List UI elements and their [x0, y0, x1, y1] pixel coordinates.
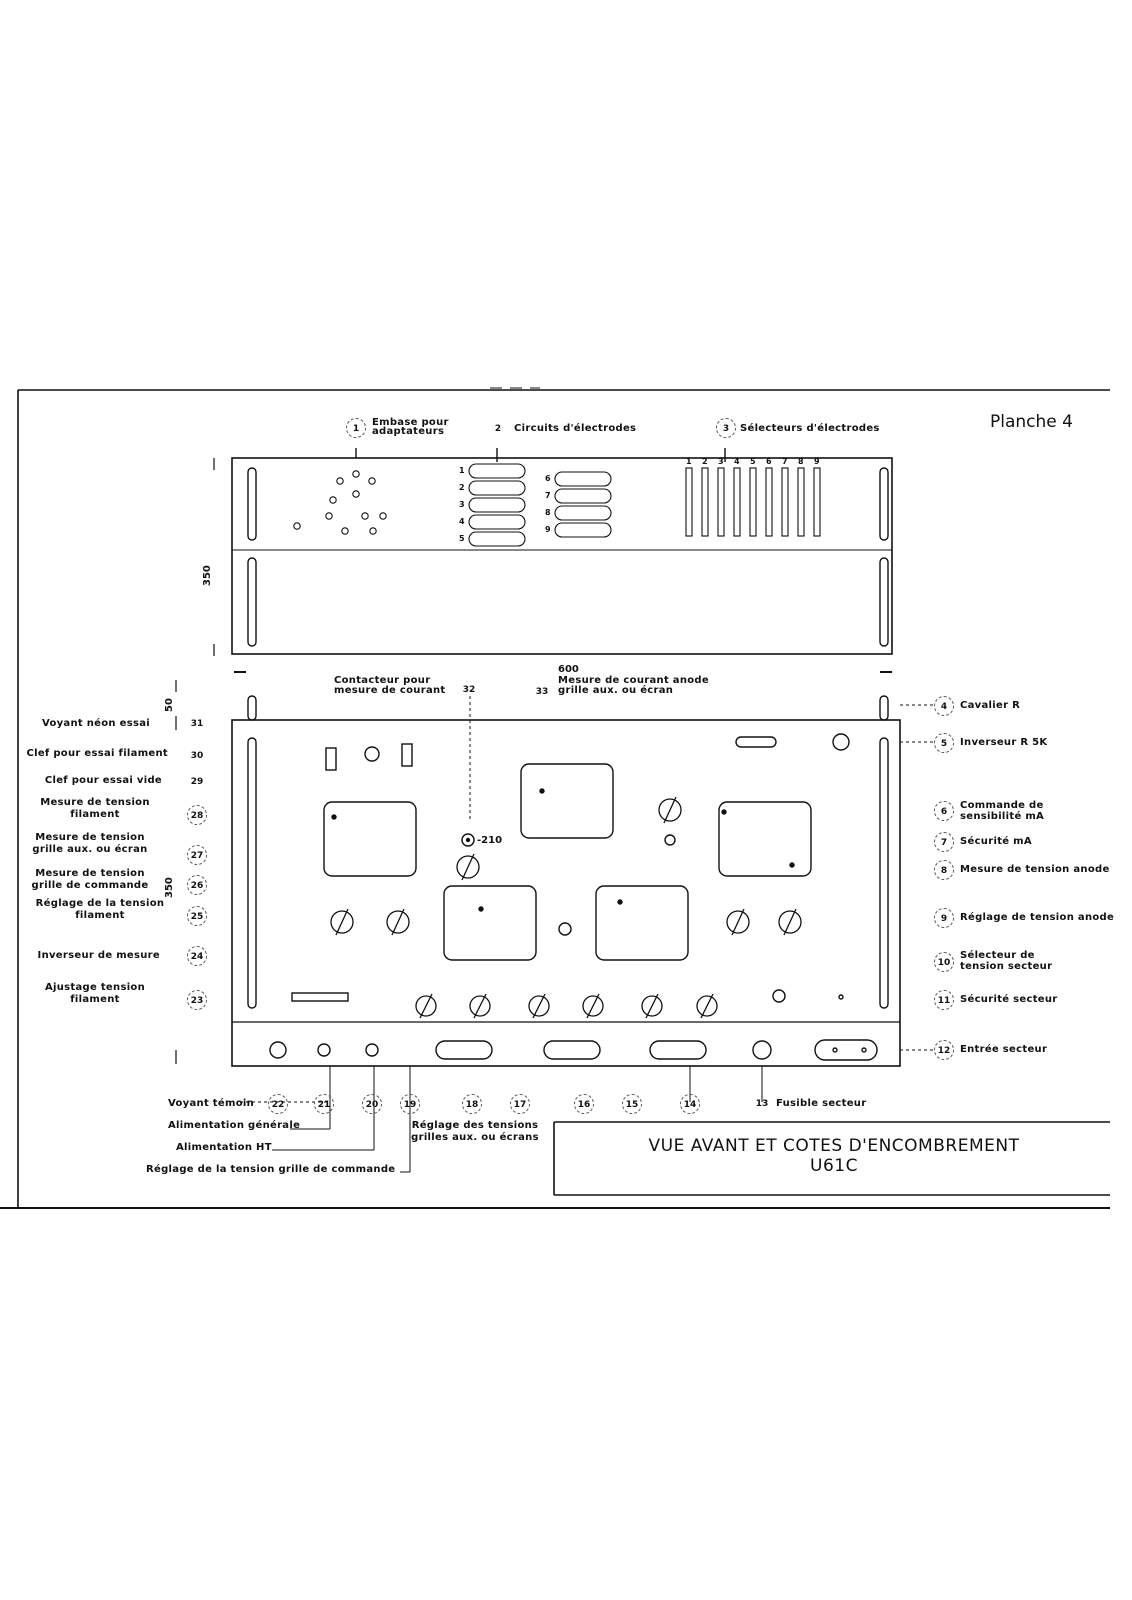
callout-14-num: 14 [680, 1094, 700, 1114]
title-line-2: U61C [810, 1156, 858, 1176]
callout-4-num: 4 [934, 696, 954, 716]
sheet-frame [0, 387, 1110, 1209]
callout-6-text: Commande de sensibilité mA [960, 800, 1045, 822]
selector-num-9: 9 [814, 457, 820, 466]
callout-19-num: 19 [400, 1094, 420, 1114]
selector-num-3: 3 [718, 457, 724, 466]
callout-9-num: 9 [934, 908, 954, 928]
callout-27-num: 27 [187, 845, 207, 865]
callout-3-text: Sélecteurs d'électrodes [740, 423, 880, 434]
callout-30-text: Clef pour essai filament [26, 748, 168, 759]
electrode-row-6: 6 [545, 474, 551, 483]
callout-19-text: Réglage de la tension grille de commande [146, 1164, 396, 1175]
planche-label: Planche 4 [990, 412, 1073, 432]
callout-26-text: Mesure de tension grille de commande [31, 868, 149, 891]
callout-32-num: 32 [462, 685, 476, 695]
electrode-row-2: 2 [459, 483, 465, 492]
selector-num-4: 4 [734, 457, 740, 466]
dim-height-bottom: 350 [164, 877, 175, 898]
callout-10-num: 10 [934, 952, 954, 972]
callout-21-num: 21 [314, 1094, 334, 1114]
selector-num-6: 6 [766, 457, 772, 466]
callout-7-text: Sécurité mA [960, 836, 1032, 847]
callout-33-num: 33 [535, 687, 549, 697]
callout-32-text: Contacteur pour mesure de courant [334, 675, 446, 696]
electrode-row-4: 4 [459, 517, 465, 526]
callout-25-text: Réglage de la tension filament [35, 898, 165, 921]
title-block: VUE AVANT ET COTES D'ENCOMBREMENT U61C [554, 1136, 1114, 1176]
callout-4-text: Cavalier R [960, 700, 1021, 711]
callout-20-text: Alimentation HT [176, 1142, 272, 1153]
bottom-unit [231, 695, 901, 1067]
callout-28-num: 28 [187, 805, 207, 825]
callout-15-num: 15 [622, 1094, 642, 1114]
selector-num-5: 5 [750, 457, 756, 466]
electrode-selectors [685, 467, 821, 537]
callout-33-text: Mesure de courant anode grille aux. ou é… [558, 675, 709, 696]
callout-30-num: 30 [190, 751, 204, 761]
electrode-row-1: 1 [459, 466, 465, 475]
electrode-row-8: 8 [545, 508, 551, 517]
callout-1-num: 1 [346, 418, 366, 438]
callout-8-text: Mesure de tension anode [960, 864, 1110, 875]
callout-5-text: Inverseur R 5K [960, 737, 1048, 748]
callout-24-text: Inverseur de mesure [37, 950, 160, 961]
callout-29-num: 29 [190, 777, 204, 787]
selector-num-2: 2 [702, 457, 708, 466]
callout-22-num: 22 [268, 1094, 288, 1114]
callout-2-text: Circuits d'électrodes [514, 423, 637, 434]
callout-6-num: 6 [934, 801, 954, 821]
electrode-row-5: 5 [459, 534, 465, 543]
callout-28-text: Mesure de tension filament [40, 797, 150, 820]
callout-7-num: 7 [934, 832, 954, 852]
dim-height-top: 350 [202, 565, 213, 586]
callout-1-text: Embase pour adaptateurs [372, 417, 449, 437]
callout-16-num: 16 [574, 1094, 594, 1114]
callout-26-num: 26 [187, 875, 207, 895]
callout-31-num: 31 [190, 719, 204, 729]
selector-num-1: 1 [686, 457, 692, 466]
top-unit [231, 448, 893, 655]
callout-15-18-text: Réglage des tensions grilles aux. ou écr… [411, 1120, 539, 1143]
electrode-circuits [468, 463, 612, 547]
electrode-row-7: 7 [545, 491, 551, 500]
callout-13-text: Fusible secteur [776, 1098, 867, 1109]
callout-12-num: 12 [934, 1040, 954, 1060]
callout-23-text: Ajustage tension filament [44, 982, 146, 1005]
callout-20-num: 20 [362, 1094, 382, 1114]
callout-11-num: 11 [934, 990, 954, 1010]
selector-num-8: 8 [798, 457, 804, 466]
dim-width: 600 [558, 664, 579, 675]
callout-23-num: 23 [187, 990, 207, 1010]
callout-5-num: 5 [934, 733, 954, 753]
adapter-socket [293, 470, 387, 535]
callout-18-num: 18 [462, 1094, 482, 1114]
callout-9-text: Réglage de tension anode [960, 912, 1115, 923]
callout-2-num: 2 [494, 424, 502, 434]
callout-24-num: 24 [187, 946, 207, 966]
callout-22-text: Voyant témoin [168, 1098, 255, 1109]
knobs [330, 796, 802, 1019]
dimension-marks [175, 458, 892, 1064]
callout-3-num: 3 [716, 418, 736, 438]
callout-21-text: Alimentation générale [168, 1120, 301, 1131]
title-block-frame [553, 1121, 1110, 1196]
callout-17-num: 17 [510, 1094, 530, 1114]
callout-29-text: Clef pour essai vide [44, 775, 162, 786]
callout-25-num: 25 [187, 906, 207, 926]
callout-10-text: Sélecteur de tension secteur [960, 950, 1053, 972]
callout-13-num: 13 [755, 1099, 769, 1109]
callout-11-text: Sécurité secteur [960, 994, 1058, 1005]
electrode-row-3: 3 [459, 500, 465, 509]
value-210: -210 [477, 835, 503, 846]
dim-spacer: 50 [164, 698, 175, 712]
callout-31-text: Voyant néon essai [41, 718, 150, 729]
title-line-1: VUE AVANT ET COTES D'ENCOMBREMENT [648, 1136, 1020, 1156]
callout-12-text: Entrée secteur [960, 1044, 1048, 1055]
electrode-row-9: 9 [545, 525, 551, 534]
selector-num-7: 7 [782, 457, 788, 466]
callout-27-text: Mesure de tension grille aux. ou écran [32, 832, 148, 855]
callout-8-num: 8 [934, 860, 954, 880]
